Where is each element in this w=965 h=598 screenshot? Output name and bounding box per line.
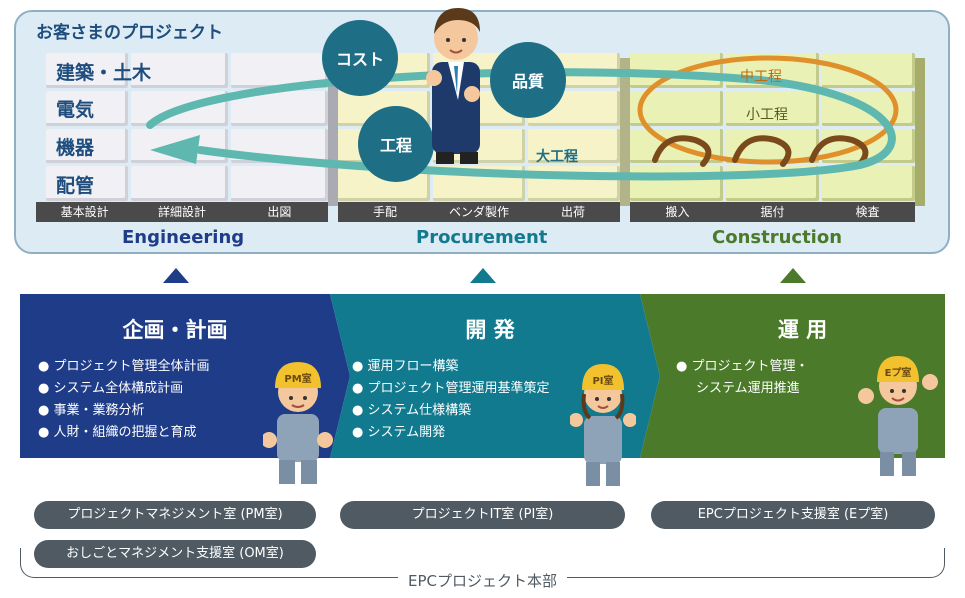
step-basic-design: 基本設計: [60, 205, 109, 219]
schedule-curl-icon: [652, 135, 869, 167]
office-pm-pill: プロジェクトマネジメント室 (PM室): [34, 501, 316, 529]
construction-steps: 搬入 据付 検査: [630, 202, 915, 222]
businessman-icon: [426, 8, 480, 164]
engineering-steps: 基本設計 詳細設計 出図: [36, 202, 328, 222]
office-pi-pill: プロジェクトIT室 (PI室): [340, 501, 625, 529]
dept-development-title: 開 発: [465, 318, 515, 342]
dept-planning-list: ● プロジェクト管理全体計画 ● システム全体構成計画 ● 事業・業務分析 ● …: [38, 356, 209, 444]
step-ship: 出荷: [560, 205, 585, 219]
up-triangle-icon: [470, 268, 496, 283]
worker-pi-icon: PI室: [570, 364, 636, 486]
step-order: 手配: [372, 205, 397, 219]
helmet-label-pm: PM室: [284, 372, 311, 385]
schedule-minor-label: 小工程: [746, 107, 788, 123]
dept-operation-list: ● プロジェクト管理・ システム運用推進: [676, 356, 808, 400]
procurement-steps: 手配 ベンダ製作 出荷: [338, 202, 620, 222]
dept-planning-title: 企画・計画: [122, 318, 228, 342]
dept-development-list: ● 運用フロー構築 ● プロジェクト管理運用基準策定 ● システム仕様構築 ● …: [352, 356, 549, 444]
row-label-equipment: 機器: [56, 137, 95, 159]
engineering-grid-side: [328, 58, 338, 206]
list-item: ● システム仕様構築: [352, 403, 472, 418]
phase-engineering: Engineering: [122, 227, 245, 248]
list-item: ● システム開発: [352, 425, 446, 440]
helmet-label-pi: PI室: [592, 374, 613, 387]
list-item: ● プロジェクト管理全体計画: [38, 359, 210, 374]
step-vendor: ベンダ製作: [448, 205, 509, 219]
procurement-grid-side: [620, 58, 630, 206]
list-item: ● 運用フロー構築: [352, 359, 459, 374]
division-name: EPCプロジェクト本部: [398, 572, 567, 590]
office-om-pill: おしごとマネジメント支援室 (OM室): [34, 540, 316, 568]
phase-construction: Construction: [712, 227, 843, 248]
step-delivery: 搬入: [665, 205, 690, 219]
up-triangle-icon: [780, 268, 806, 283]
up-triangle-icon: [163, 268, 189, 283]
bubble-cost: コスト: [322, 20, 398, 96]
worker-ep-icon: Eプ室: [858, 356, 938, 476]
office-ep-pill: EPCプロジェクト支援室 (Eプ室): [651, 501, 935, 529]
step-inspect: 検査: [855, 205, 880, 219]
helmet-label-ep: Eプ室: [885, 366, 912, 379]
step-drawing: 出図: [267, 205, 292, 219]
schedule-major-label: 大工程: [536, 149, 578, 165]
step-detail-design: 詳細設計: [157, 205, 206, 219]
schedule-loop-icon: [637, 55, 899, 165]
list-item: ● システム全体構成計画: [38, 381, 184, 396]
list-item: ● 事業・業務分析: [38, 403, 145, 418]
dept-operation-title: 運 用: [777, 318, 828, 342]
schedule-middle-label: 中工程: [740, 69, 782, 85]
cycle-arrowhead-icon: [150, 135, 200, 164]
row-label-electric: 電気: [56, 99, 95, 121]
phase-procurement: Procurement: [416, 227, 548, 248]
bubble-schedule: 工程: [358, 106, 434, 182]
list-item: ● 人財・組織の把握と育成: [38, 425, 197, 440]
construction-grid-side: [915, 58, 925, 206]
row-label-piping: 配管: [56, 175, 95, 197]
division-label: EPCプロジェクト本部: [0, 570, 965, 591]
step-install: 据付: [760, 205, 785, 219]
list-item: システム運用推進: [696, 381, 800, 396]
worker-pm-icon: PM室: [263, 362, 333, 484]
bubble-quality: 品質: [490, 42, 566, 118]
list-item: ● プロジェクト管理・: [676, 359, 809, 374]
project-title: お客さまのプロジェクト: [36, 23, 223, 43]
row-label-civil: 建築・土木: [56, 62, 152, 84]
list-item: ● プロジェクト管理運用基準策定: [352, 381, 550, 396]
